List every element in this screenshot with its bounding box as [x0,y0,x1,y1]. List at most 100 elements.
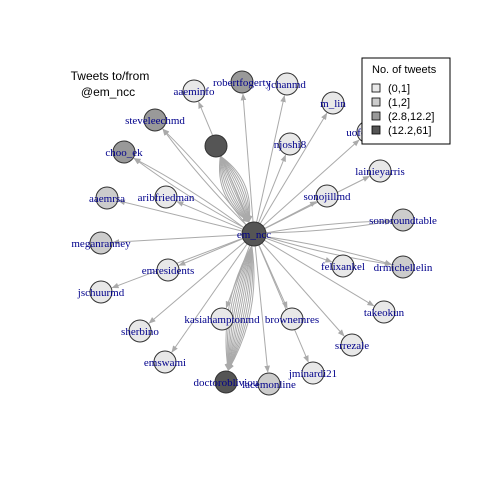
edge-em_ncc-to-njoshi8 [257,154,287,224]
node-label: emswami [144,357,186,369]
node-circle [391,255,415,279]
node-drmichellelin: drmichellelin [374,255,433,279]
node-label: robertfogerty [213,77,272,89]
node-label: jminardi21 [288,368,337,380]
legend-item: (12.2,61] [371,125,431,137]
node-aaemrsa: aaemrsa [89,186,125,210]
title-line-1: Tweets to/from [71,69,150,83]
node-label: m_lin [320,98,346,110]
node-sherbino: sherbino [121,319,159,343]
edge-unlabeled-to-em_ncc [220,155,252,223]
node-label: sonojillmd [303,191,351,203]
node-takeokun: takeokun [364,300,405,324]
node-m_lin: m_lin [320,91,346,115]
node-brownemres: brownemres [265,307,319,331]
node-circle [214,370,238,394]
node-label: meganranney [71,238,131,250]
figure-title: Tweets to/from @em_ncc [71,69,150,99]
edge-em_ncc-to-doctoroblivious [227,245,255,371]
node-label: brownemres [265,314,319,326]
edge-em_ncc-to-sonojillmd [264,201,317,229]
node-circle [321,91,345,115]
edge-em_ncc-to-sherbino [148,241,246,324]
legend-swatch [371,111,381,121]
edge-em_ncc-to-doctoroblivious [226,245,253,371]
legend-item: (1,2] [371,97,410,109]
node-label: drmichellelin [374,262,433,274]
edge-em_ncc-to-jschuurmd [111,237,243,289]
node-label: sherbino [121,326,159,338]
node-circle [315,184,339,208]
node-label: em_ncc [237,229,271,241]
node-circle [368,159,392,183]
edge-em_ncc-to-doctoroblivious [227,245,254,371]
edge-em_ncc-to-doctoroblivious [225,245,253,371]
edge-em_ncc-to-doctoroblivious [224,245,253,371]
node-aribfriedman: aribfriedman [138,185,195,209]
node-sonojillmd: sonojillmd [303,184,351,208]
node-jchanmd: jchanmd [267,72,306,96]
node-circle [128,319,152,343]
node-label: takeokun [364,307,405,319]
edge-em_ncc-to-lacemonline [254,245,270,373]
node-circle [154,185,178,209]
legend-title: No. of tweets [372,64,437,76]
edge-em_ncc-to-drmichellelin [265,236,392,267]
edge-unlabeled-to-em_ncc [220,155,252,223]
edge-em_ncc-to-kasiahamptonmd [225,245,251,309]
edge-em_ncc-to-steveleechmd [162,128,247,226]
edge-em_ncc-to-doctoroblivious [227,245,253,371]
node-steveleechmd: steveleechmd [125,108,185,132]
edge-em_ncc-to-doctoroblivious [224,245,253,371]
node-emresidents: emresidents [142,258,194,282]
node-circle [204,134,228,158]
node-circle [210,307,234,331]
node-circle [89,231,113,255]
edge-em_ncc-to-doctoroblivious [226,245,253,371]
node-label: jchanmd [267,79,306,91]
edge-em_ncc-to-doctoroblivious [225,245,253,371]
node-label: sonoroundtable [369,215,437,227]
edge-em_ncc-to-choo_ek [133,157,245,229]
edge-em_ncc-to-drmichellelin [265,236,392,266]
edge-em_ncc-to-srrezale [261,242,345,337]
title-line-2: @em_ncc [81,85,135,99]
node-circle [275,72,299,96]
edge-em_ncc-to-jminardi21 [258,244,309,363]
node-label: aaeminfo [174,86,215,98]
node-circle [278,132,302,156]
node-lacemonline: lacemonline [242,372,296,396]
edge-em_ncc-to-m_lin [259,112,328,224]
legend-swatch [371,125,381,135]
edge-unlabeled-to-em_ncc [219,156,250,223]
legend-label: (0,1] [388,83,410,95]
legend-item: (2.8,12.2] [371,111,434,123]
edge-em_ncc-to-jchanmd [256,95,286,223]
edge-em_ncc-to-takeokun [264,239,375,307]
node-jminardi21: jminardi21 [288,361,337,385]
edge-em_ncc-to-sonoroundtable [265,219,392,234]
node-circle [182,79,206,103]
node-label: njoshi8 [274,139,307,151]
edge-em_ncc-to-emswami [171,243,248,353]
edge-em_ncc-to-doctoroblivious [226,245,253,371]
node-circle [280,307,304,331]
edge-em_ncc-to-doctoroblivious [227,245,253,371]
node-meganranney: meganranney [71,231,131,255]
edge-em_ncc-to-choo_ek [133,157,245,228]
node-circle [153,350,177,374]
node-njoshi8: njoshi8 [274,132,307,156]
edge-em_ncc-to-doctoroblivious [227,245,253,371]
node-label: steveleechmd [125,115,185,127]
node-circle [112,140,136,164]
node-circle [156,258,180,282]
node-label: lainieyarris [355,166,404,178]
edge-em_ncc-to-robertfogerty [240,93,254,223]
node-circle [95,186,119,210]
legend-label: (12.2,61] [388,125,431,137]
node-jschuurmd: jschuurmd [77,280,125,304]
node-label: kasiahamptonmd [184,314,260,326]
node-lainieyarris: lainieyarris [355,159,405,183]
legend-item: (0,1] [371,83,410,95]
edge-em_ncc-to-aaemrsa [117,199,243,232]
